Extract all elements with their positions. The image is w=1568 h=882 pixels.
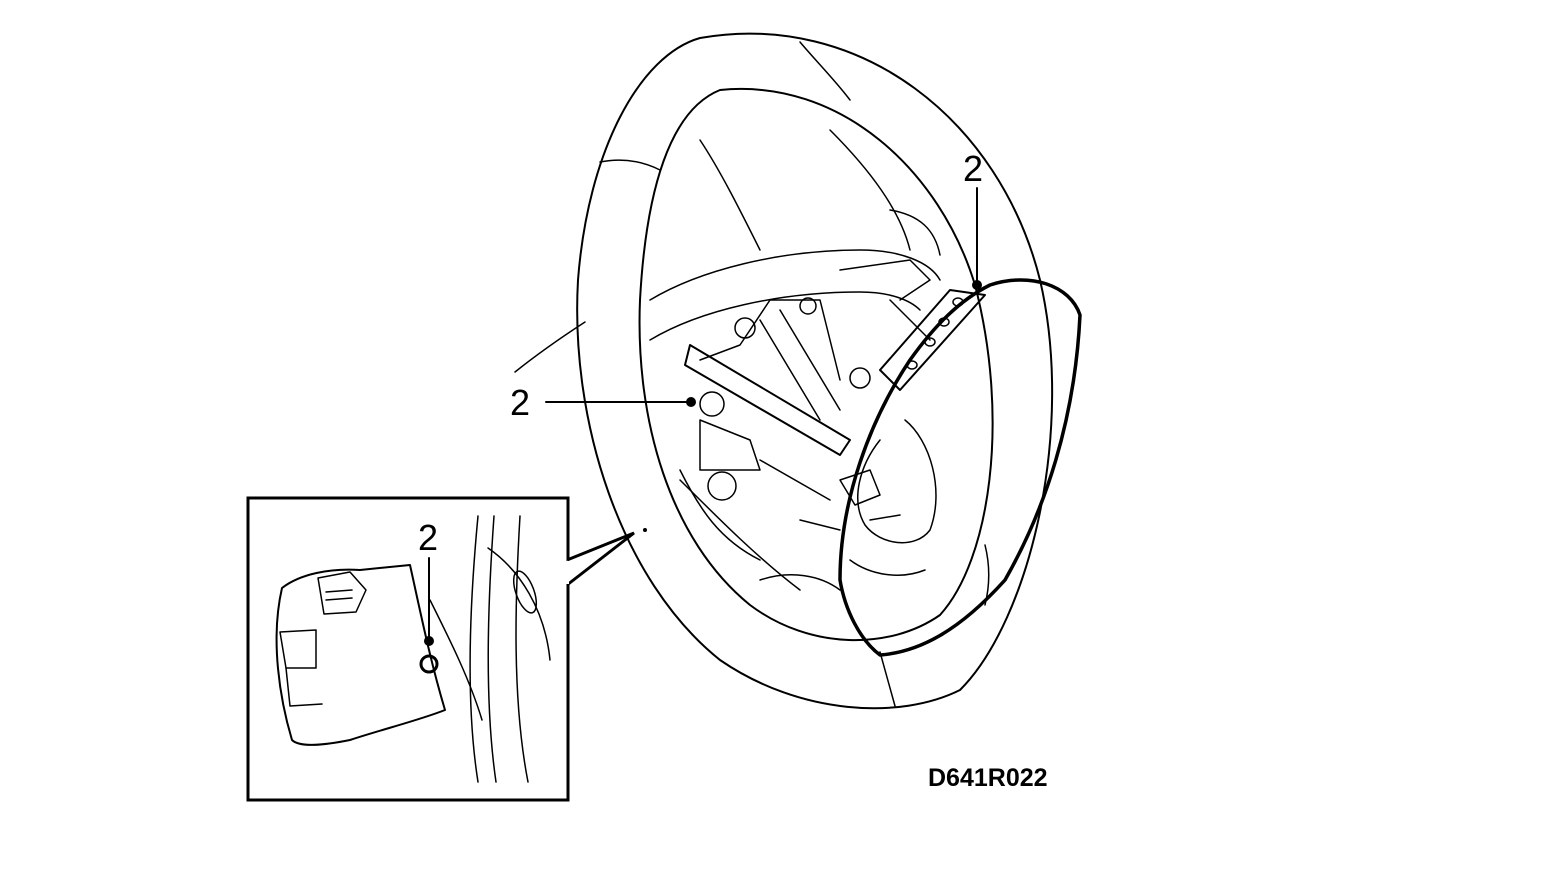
steering-wheel-spokes [649, 129, 941, 591]
inset-screw [419, 654, 439, 674]
airbag-module [838, 278, 1082, 657]
callout-left-screw: 2 [510, 382, 696, 423]
detail-inset: 2 [246, 496, 647, 802]
callout-right-label: 2 [963, 148, 983, 189]
steering-wheel-hub [679, 259, 931, 561]
figure-id: D641R022 [928, 764, 1048, 792]
callout-left-label: 2 [510, 382, 530, 423]
callout-right-screw: 2 [963, 148, 983, 290]
inset-origin-marker [643, 528, 647, 532]
steering-wheel-rim [514, 32, 1054, 710]
callout-inset-label: 2 [418, 517, 438, 558]
